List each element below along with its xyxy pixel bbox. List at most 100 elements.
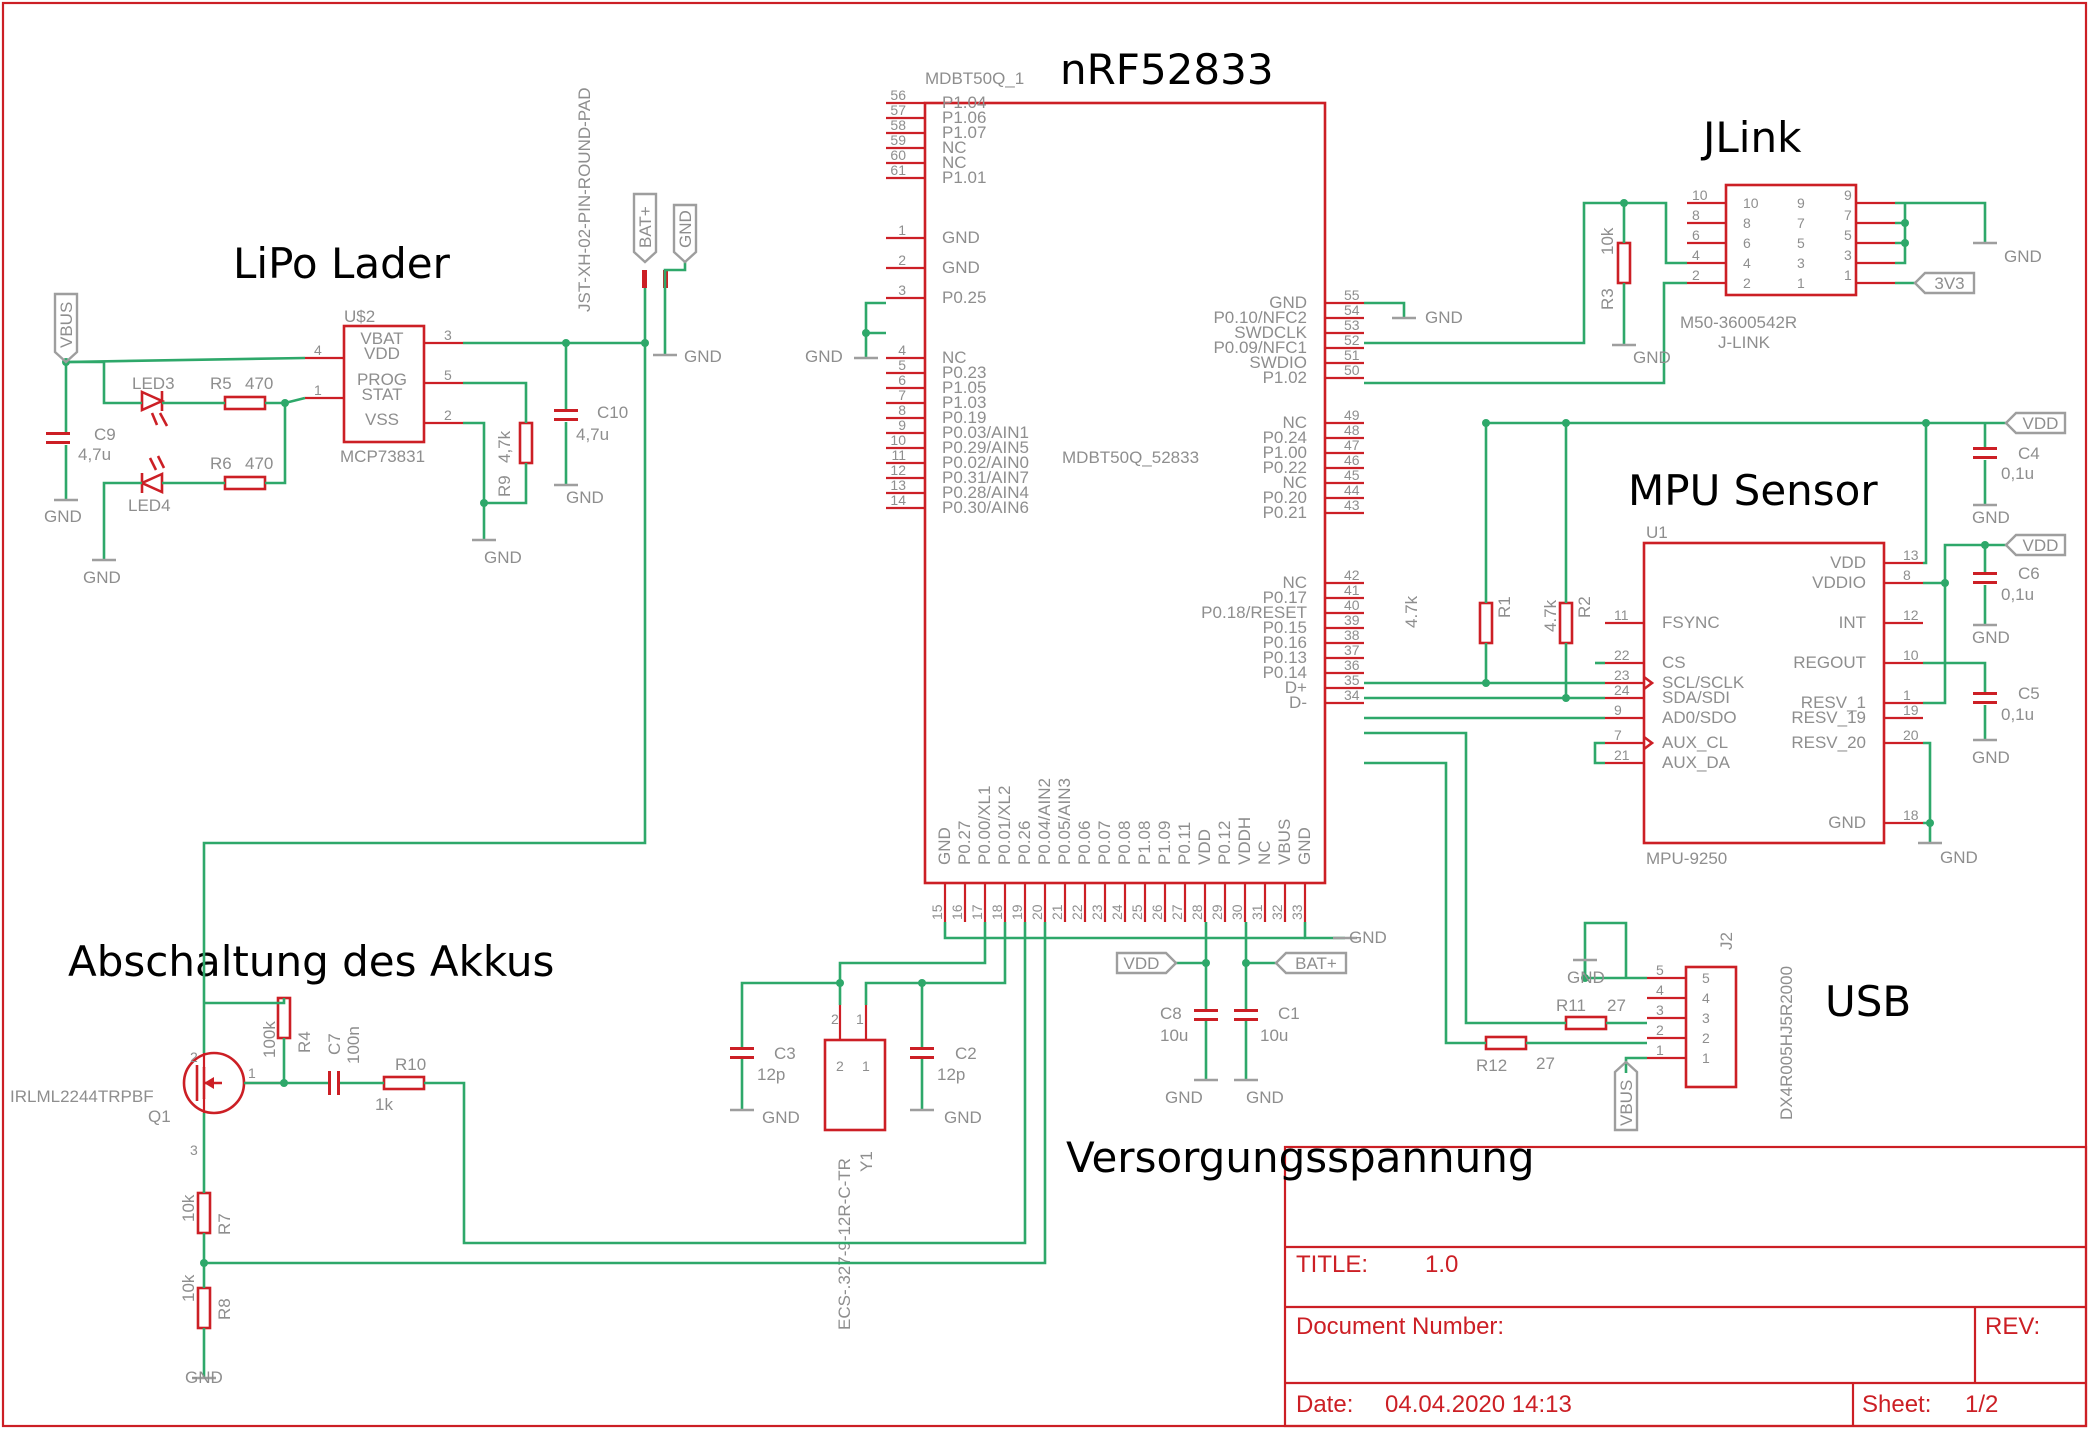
mcu-pin-number: 43 bbox=[1344, 497, 1360, 513]
mcu-pin-number: 57 bbox=[890, 102, 906, 118]
resistor-body bbox=[1558, 601, 1574, 645]
battery-connector[interactable]: JST-XH-02-PIN-ROUND-PAD bbox=[575, 88, 668, 312]
capacitor-c6[interactable]: C60,1u bbox=[1973, 564, 2040, 604]
mcu-bottom-pins: 15GND16P0.2717P0.00/XL118P0.01/XL219P0.2… bbox=[929, 778, 1314, 922]
mcu-pin-number: 52 bbox=[1344, 332, 1360, 348]
wire-segment bbox=[463, 421, 486, 540]
capacitor-plate bbox=[554, 418, 578, 421]
mcu-pin-number: 40 bbox=[1344, 597, 1360, 613]
battery-connector-value: JST-XH-02-PIN-ROUND-PAD bbox=[575, 88, 594, 312]
mcu-pin-name: P0.18/RESET bbox=[1201, 603, 1307, 622]
resistor-refdes: R3 bbox=[1598, 288, 1617, 310]
mcu-pin-number: 26 bbox=[1149, 904, 1165, 920]
wire-segment bbox=[204, 922, 1047, 1265]
wire-junction bbox=[1620, 199, 1628, 207]
mcu-pin-number: 9 bbox=[898, 417, 906, 433]
mcu-pin-name: NC bbox=[942, 138, 967, 157]
mcu-pin-number: 1 bbox=[898, 222, 906, 238]
ground-label: GND bbox=[566, 488, 604, 507]
wire-junction bbox=[1562, 419, 1570, 427]
led4[interactable]: LED4 bbox=[128, 455, 171, 515]
mpu-pin-name: RESV_19 bbox=[1791, 708, 1866, 727]
mcu-pin-number: 12 bbox=[890, 462, 906, 478]
mcu-pin-name: P0.19 bbox=[942, 408, 986, 427]
mcu-pin-number: 29 bbox=[1209, 904, 1225, 920]
wire-segment bbox=[463, 381, 528, 423]
resistor-body bbox=[223, 395, 267, 411]
crystal-y1[interactable]: 2 1 2 1 Y1 ECS-.327-9-12R-C-TR bbox=[823, 1005, 887, 1330]
resistor-r9[interactable]: R94,7k bbox=[495, 421, 534, 497]
mpu-pin-number: 20 bbox=[1903, 727, 1919, 743]
mcu-pin-number: 24 bbox=[1109, 904, 1125, 920]
mcu-pin-number: 25 bbox=[1129, 904, 1145, 920]
usb-pin-inner: 5 bbox=[1702, 970, 1710, 986]
mcu-pin-name: NC bbox=[942, 348, 967, 367]
net-label-vbus: VBUS bbox=[53, 292, 79, 364]
charger-value: MCP73831 bbox=[340, 447, 425, 466]
title-value: 1.0 bbox=[1425, 1251, 1458, 1278]
mpu-pin-name: GND bbox=[1828, 813, 1866, 832]
mcu-pin-number: 7 bbox=[898, 387, 906, 403]
net-label-text: VDD bbox=[2023, 414, 2059, 433]
ground-symbol: GND bbox=[472, 538, 522, 567]
heading-mcu: nRF52833 bbox=[1060, 45, 1274, 94]
mcu-pin-number: 48 bbox=[1344, 422, 1360, 438]
mpu-pin-number: 21 bbox=[1614, 747, 1630, 763]
ground-label: GND bbox=[2004, 247, 2042, 266]
resistor-value: 100k bbox=[260, 1021, 279, 1058]
mosfet-q1[interactable]: IRLML2244TRPBF Q1 2 1 3 bbox=[10, 1049, 285, 1158]
led3-label: LED3 bbox=[132, 374, 175, 393]
led3[interactable]: LED3 bbox=[132, 374, 175, 427]
mcu-pin-name: P0.02/AIN0 bbox=[942, 453, 1029, 472]
ground-symbol: GND bbox=[1973, 241, 2042, 266]
wire-segment bbox=[1364, 731, 1566, 1025]
jlink-pin-inner: 1 bbox=[1797, 275, 1805, 291]
mcu-pin-name: P1.05 bbox=[942, 378, 986, 397]
ground-label: GND bbox=[1972, 748, 2010, 767]
capacitor-value: 4,7u bbox=[78, 445, 111, 464]
mcu-pin-number: 30 bbox=[1229, 904, 1245, 920]
mcu-pin-number: 17 bbox=[969, 904, 985, 920]
mcu-pin-name: P0.23 bbox=[942, 363, 986, 382]
capacitor-c5[interactable]: C50,1u bbox=[1973, 684, 2040, 724]
jlink-pin-number: 9 bbox=[1844, 187, 1852, 203]
capacitor-c9[interactable]: C94,7u bbox=[46, 425, 116, 464]
wire-segment bbox=[1564, 643, 1605, 700]
jlink-pin-number: 10 bbox=[1692, 187, 1708, 203]
net-label-batplus: BAT+ bbox=[1274, 951, 1348, 975]
mcu-pin-name: P0.20 bbox=[1263, 488, 1307, 507]
mcu-pin-number: 58 bbox=[890, 117, 906, 133]
wire-junction bbox=[862, 329, 870, 337]
capacitor-c4[interactable]: C40,1u bbox=[1973, 444, 2040, 483]
resistor-value: 1k bbox=[375, 1095, 393, 1114]
resistor-r2[interactable]: R2 bbox=[1558, 596, 1594, 645]
mcu-pin-name: GND bbox=[942, 258, 980, 277]
mcu-pin-name: VDD bbox=[1195, 829, 1214, 865]
wire-segment bbox=[1923, 741, 1932, 823]
charger-refdes: U$2 bbox=[344, 307, 375, 326]
capacitor-plate bbox=[1194, 1009, 1218, 1012]
mcu-pin-number: 5 bbox=[898, 357, 906, 373]
resistor-r1[interactable]: R1 bbox=[1478, 596, 1514, 645]
mcu-pin-name: P0.28/AIN4 bbox=[942, 483, 1029, 502]
mcu-pin-name: P0.25 bbox=[942, 288, 986, 307]
